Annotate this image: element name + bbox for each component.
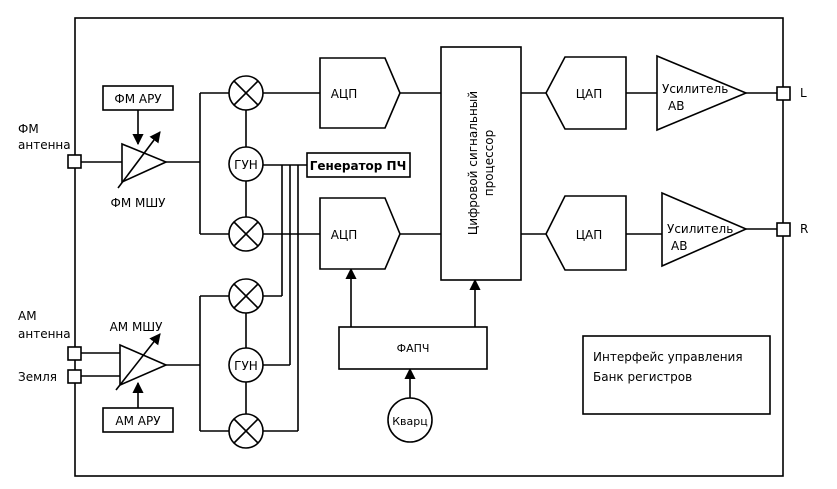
register-bank-label: Банк регистров (593, 370, 692, 384)
vco-bottom-label: ГУН (234, 359, 258, 373)
ground-port (67, 369, 82, 384)
amp-bottom-label: Усилитель (667, 222, 733, 236)
vco-bottom-block (228, 347, 264, 383)
ground-label: Земля (18, 370, 57, 384)
mixer-3 (228, 278, 264, 314)
fm-lna-label: ФМ МШУ (111, 196, 167, 210)
fm-agc-label: ФМ АРУ (114, 92, 162, 106)
adc-top-label: АЦП (331, 87, 358, 101)
am-agc-label: АМ АРУ (115, 414, 161, 428)
adc-top-block (319, 57, 401, 129)
dac-top-label: ЦАП (576, 87, 603, 101)
adc-bottom-block (319, 197, 401, 270)
dsp-label-2: процессор (482, 130, 496, 197)
fm-agc-block (102, 85, 174, 111)
fm-antenna-label: ФМ (18, 122, 39, 136)
adc-bottom-label: АЦП (331, 228, 358, 242)
vco-top-label: ГУН (234, 158, 258, 172)
mixer-4 (228, 413, 264, 449)
mixer-1 (228, 75, 264, 111)
amp-top-block (656, 54, 749, 132)
am-antenna-port (67, 346, 82, 361)
am-lna-label: АМ МШУ (110, 320, 164, 334)
fm-antenna-label-2: антенна (18, 138, 71, 152)
am-lna-triangle (115, 333, 169, 391)
amp-bottom-block (661, 191, 749, 268)
dac-top-block (545, 56, 627, 130)
amp-bottom-label-2: АВ (671, 239, 687, 253)
amp-top-label: Усилитель (662, 82, 728, 96)
output-left-port (776, 86, 791, 101)
crystal-label: Кварц (392, 415, 428, 428)
am-agc-block (102, 407, 174, 433)
amp-top-label-2: АВ (668, 99, 684, 113)
dac-bottom-label: ЦАП (576, 228, 603, 242)
output-right-label: R (800, 222, 808, 236)
fm-lna-triangle (117, 131, 169, 189)
dsp-block (440, 46, 522, 281)
control-interface-block (582, 335, 771, 415)
output-right-port (776, 222, 791, 237)
pll-block (338, 326, 488, 370)
dac-bottom-block (545, 195, 627, 271)
am-antenna-label-2: антенна (18, 327, 71, 341)
fm-antenna-port (67, 154, 82, 169)
control-interface-label: Интерфейс управления (593, 350, 743, 364)
chip-outline (74, 17, 784, 477)
wires (80, 92, 781, 432)
if-generator-label: Генератор ПЧ (310, 159, 407, 173)
am-antenna-label: АМ (18, 309, 37, 323)
dsp-label: Цифровой сигнальный (466, 91, 480, 235)
vco-top-block (228, 146, 264, 182)
pll-label: ФАПЧ (397, 342, 430, 355)
mixer-2 (228, 216, 264, 252)
if-generator-block (306, 152, 411, 178)
output-left-label: L (800, 86, 807, 100)
crystal-block (387, 397, 433, 443)
